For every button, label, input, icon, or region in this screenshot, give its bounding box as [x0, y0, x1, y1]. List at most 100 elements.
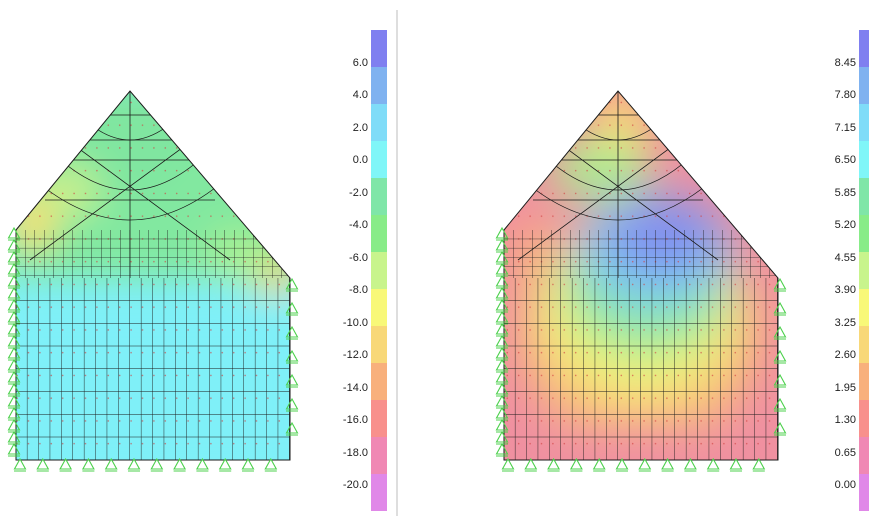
legend-color-segment [859, 363, 869, 400]
right-legend-label: 5.85 [835, 187, 856, 199]
support-marker [773, 301, 787, 316]
right-legend-label: 7.80 [835, 89, 856, 101]
legend-color-segment [371, 437, 387, 474]
left-legend-label: -2.0 [349, 187, 368, 199]
support-marker [773, 349, 787, 364]
legend-color-segment [859, 178, 869, 215]
support-marker [285, 277, 299, 292]
legend-color-segment [859, 252, 869, 289]
legend-color-segment [859, 104, 869, 141]
right-legend-label: 6.50 [835, 154, 856, 166]
support-marker [195, 457, 209, 472]
left-legend-label: 0.0 [353, 154, 368, 166]
left-contour-field [16, 91, 290, 460]
right-legend: 8.45 7.80 7.15 6.50 5.85 5.20 4.55 3.90 … [835, 30, 869, 511]
legend-color-segment [859, 437, 869, 474]
legend-color-segment [371, 30, 387, 67]
legend-color-segment [371, 104, 387, 141]
support-marker [59, 457, 73, 472]
support-marker [501, 457, 515, 472]
right-legend-label: 1.95 [835, 382, 856, 394]
legend-color-segment [371, 252, 387, 289]
legend-color-segment [859, 400, 869, 437]
support-marker [285, 349, 299, 364]
left-legend-label: -18.0 [343, 447, 368, 459]
left-legend-label: -12.0 [343, 349, 368, 361]
support-marker [241, 457, 255, 472]
support-marker [285, 421, 299, 436]
legend-color-segment [371, 178, 387, 215]
legend-color-segment [371, 289, 387, 326]
support-marker [615, 457, 629, 472]
legend-color-segment [859, 289, 869, 326]
support-marker [218, 457, 232, 472]
support-marker [729, 457, 743, 472]
left-legend-label: -6.0 [349, 252, 368, 264]
right-legend-colorbar [859, 30, 869, 511]
support-marker [683, 457, 697, 472]
support-marker [773, 277, 787, 292]
left-legend-label: -4.0 [349, 219, 368, 231]
support-marker [36, 457, 50, 472]
support-marker [127, 457, 141, 472]
legend-color-segment [371, 326, 387, 363]
left-legend-label: 6.0 [353, 57, 368, 69]
left-legend-label: -16.0 [343, 414, 368, 426]
right-legend-label: 0.00 [835, 479, 856, 491]
support-marker [569, 457, 583, 472]
right-legend-label: 2.60 [835, 349, 856, 361]
support-marker [104, 457, 118, 472]
support-marker [752, 457, 766, 472]
legend-color-segment [859, 474, 869, 511]
legend-color-segment [859, 215, 869, 252]
right-legend-label: 0.65 [835, 447, 856, 459]
legend-color-segment [859, 67, 869, 104]
right-contour-field [504, 91, 778, 460]
support-marker [285, 373, 299, 388]
left-legend-label: 2.0 [353, 122, 368, 134]
support-marker [285, 397, 299, 412]
left-legend-label: 4.0 [353, 89, 368, 101]
right-legend-label: 5.20 [835, 219, 856, 231]
legend-color-segment [371, 363, 387, 400]
left-legend-label: -8.0 [349, 284, 368, 296]
legend-color-segment [371, 215, 387, 252]
support-marker [285, 325, 299, 340]
support-marker [81, 457, 95, 472]
support-marker [173, 457, 187, 472]
support-marker [150, 457, 164, 472]
right-legend-label: 3.90 [835, 284, 856, 296]
support-marker [524, 457, 538, 472]
legend-color-segment [859, 30, 869, 67]
support-marker [638, 457, 652, 472]
support-marker [592, 457, 606, 472]
support-marker [773, 397, 787, 412]
right-legend-label: 8.45 [835, 57, 856, 69]
support-marker [285, 301, 299, 316]
support-marker [706, 457, 720, 472]
support-marker [773, 325, 787, 340]
left-legend-colorbar [371, 30, 387, 511]
left-contour-plot [7, 90, 299, 472]
right-legend-label: 4.55 [835, 252, 856, 264]
support-marker [13, 457, 27, 472]
legend-color-segment [371, 474, 387, 511]
right-legend-label: 3.25 [835, 317, 856, 329]
support-marker [773, 373, 787, 388]
right-boundary-supports [495, 226, 787, 472]
legend-color-segment [371, 141, 387, 178]
support-marker [547, 457, 561, 472]
legend-color-segment [859, 326, 869, 363]
left-boundary-supports [7, 226, 299, 472]
support-marker [661, 457, 675, 472]
legend-color-segment [371, 67, 387, 104]
right-contour-plot [495, 90, 787, 472]
left-mesh-outline [15, 90, 291, 461]
support-marker [7, 442, 21, 457]
left-legend-label: -14.0 [343, 382, 368, 394]
left-legend: 6.0 4.0 2.0 0.0 -2.0 -4.0 -6.0 -8.0 -10.… [343, 30, 387, 511]
right-legend-label: 7.15 [835, 122, 856, 134]
legend-color-segment [859, 141, 869, 178]
left-legend-label: -10.0 [343, 317, 368, 329]
